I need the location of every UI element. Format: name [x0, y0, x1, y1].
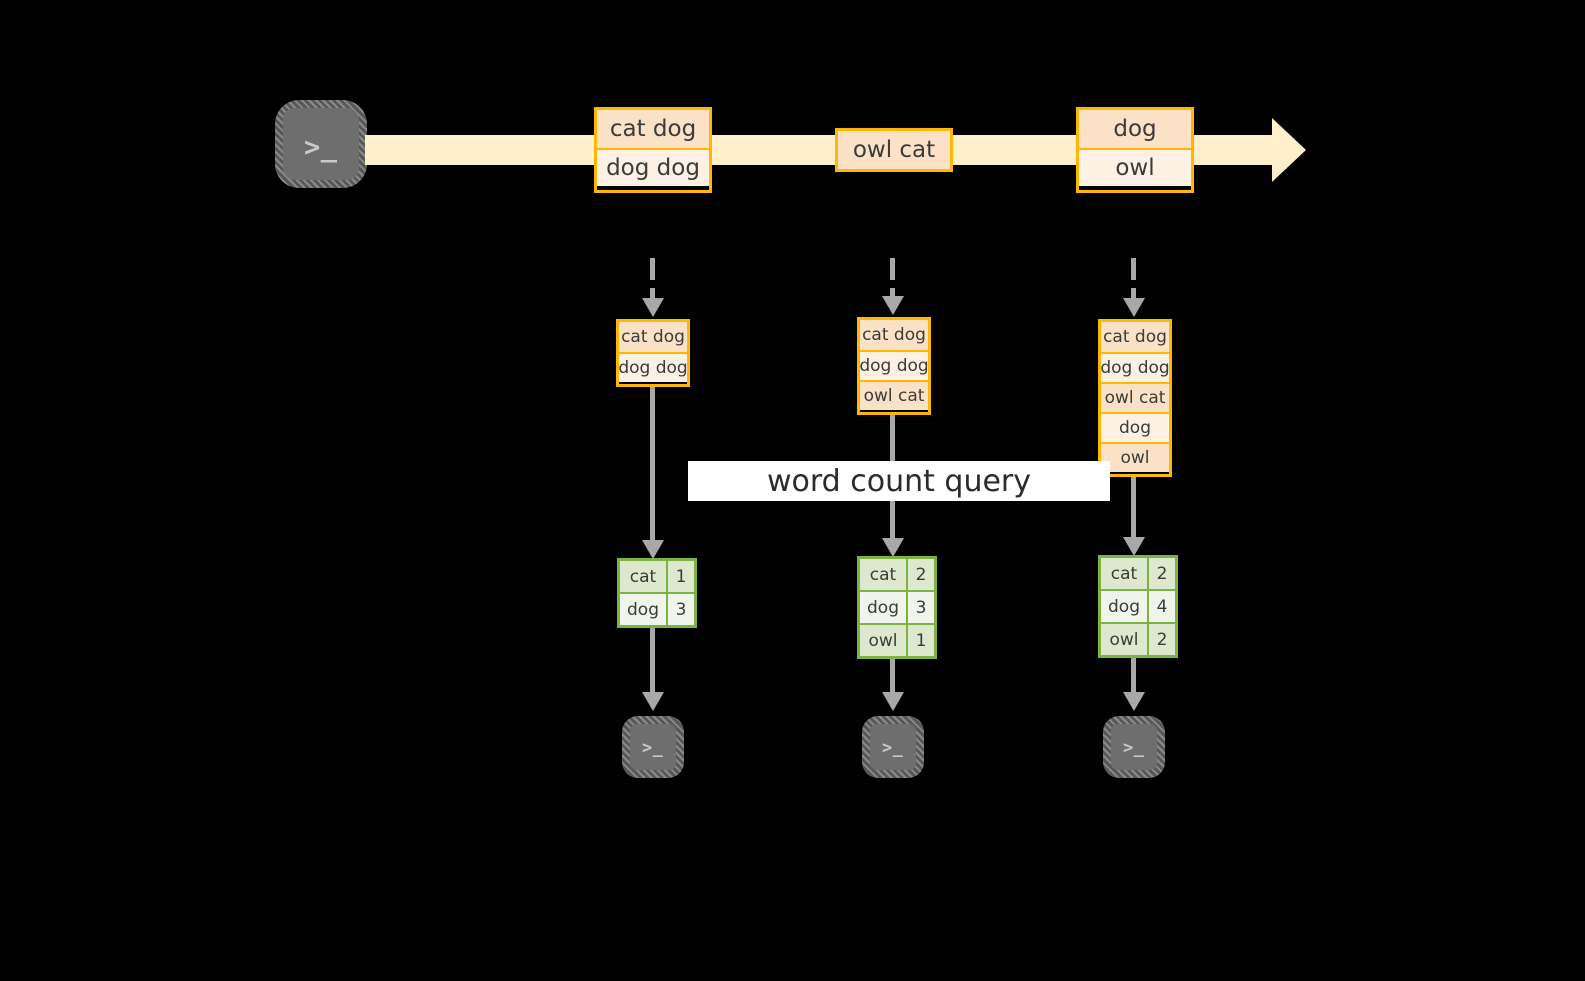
table-cell-count: 2	[906, 559, 934, 590]
log-line: owl cat	[1101, 382, 1169, 412]
log-line: owl	[1101, 442, 1169, 472]
source-terminal[interactable]: >_	[275, 100, 367, 188]
log-line: dog	[1101, 412, 1169, 442]
snapshot-3-query-connector	[1131, 477, 1136, 539]
log-line: cat dog	[860, 320, 928, 350]
table-row: owl 2	[1101, 622, 1175, 655]
log-line: cat dog	[1101, 322, 1169, 352]
log-line: dog dog	[1100, 352, 1170, 382]
table-row: dog 4	[1101, 589, 1175, 622]
stream-event-2[interactable]: owl cat	[835, 128, 953, 172]
stream-event-line: dog	[1079, 110, 1191, 148]
snapshot-1-query-arrowhead	[642, 540, 664, 559]
snapshot-2-dashed-connector	[890, 288, 895, 298]
table-row: dog 3	[860, 590, 934, 623]
snapshot-1-log[interactable]: cat dog dog dog	[616, 319, 690, 387]
terminal-body	[870, 724, 916, 770]
snapshot-2-dashed-connector	[890, 258, 895, 280]
snapshot-1-dashed-connector	[650, 288, 655, 300]
snapshot-3-arrowhead	[1123, 298, 1145, 317]
stream-event-1[interactable]: cat dog dog dog	[594, 107, 712, 193]
timeline-arrowhead	[1272, 118, 1306, 182]
table-row: cat 1	[620, 561, 694, 592]
terminal-prompt-icon: >_	[642, 738, 664, 758]
table-cell-word: cat	[860, 559, 906, 590]
snapshot-2-log[interactable]: cat dog dog dog owl cat	[857, 317, 931, 415]
table-cell-count: 3	[906, 592, 934, 623]
snapshot-2-arrowhead	[882, 296, 904, 315]
table-cell-count: 1	[906, 625, 934, 656]
table-cell-count: 2	[1147, 624, 1175, 655]
snapshot-2-output-arrowhead	[882, 692, 904, 711]
stream-event-3[interactable]: dog owl	[1076, 107, 1194, 193]
stream-event-line: dog dog	[597, 148, 709, 186]
stream-event-line: cat dog	[597, 110, 709, 148]
table-row: cat 2	[1101, 558, 1175, 589]
table-row: cat 2	[860, 559, 934, 590]
table-row: dog 3	[620, 592, 694, 625]
snapshot-1-terminal[interactable]: >_	[622, 716, 684, 778]
snapshot-3-output-connector	[1131, 653, 1136, 695]
table-cell-count: 3	[666, 594, 694, 625]
snapshot-3-dashed-connector	[1131, 258, 1136, 280]
snapshot-1-query-connector	[650, 387, 655, 542]
snapshot-2-terminal[interactable]: >_	[862, 716, 924, 778]
snapshot-3-terminal[interactable]: >_	[1103, 716, 1165, 778]
table-row: owl 1	[860, 623, 934, 656]
terminal-prompt-icon: >_	[882, 738, 904, 758]
query-label: word count query	[688, 461, 1110, 501]
snapshot-2-output-connector	[890, 654, 895, 695]
terminal-body	[630, 724, 676, 770]
snapshot-2-result-table[interactable]: cat 2 dog 3 owl 1	[857, 556, 937, 659]
terminal-body	[1111, 724, 1157, 770]
snapshot-1-output-connector	[650, 625, 655, 695]
snapshot-3-output-arrowhead	[1123, 692, 1145, 711]
table-cell-count: 1	[666, 561, 694, 592]
log-line: cat dog	[619, 322, 687, 352]
snapshot-1-arrowhead	[642, 298, 664, 317]
snapshot-1-result-table[interactable]: cat 1 dog 3	[617, 558, 697, 628]
terminal-body	[283, 108, 359, 180]
log-line: dog dog	[618, 352, 688, 382]
table-cell-word: dog	[620, 594, 666, 625]
snapshot-1-dashed-connector	[650, 258, 655, 280]
table-cell-word: dog	[1101, 591, 1147, 622]
log-line: owl cat	[860, 380, 928, 410]
stream-event-line: owl cat	[838, 131, 950, 169]
snapshot-1-output-arrowhead	[642, 692, 664, 711]
table-cell-count: 2	[1147, 558, 1175, 589]
table-cell-word: owl	[860, 625, 906, 656]
table-cell-word: cat	[620, 561, 666, 592]
snapshot-3-dashed-connector	[1131, 288, 1136, 300]
terminal-prompt-icon: >_	[304, 132, 338, 163]
snapshot-2-query-arrowhead	[882, 538, 904, 557]
table-cell-count: 4	[1147, 591, 1175, 622]
snapshot-3-result-table[interactable]: cat 2 dog 4 owl 2	[1098, 555, 1178, 658]
terminal-prompt-icon: >_	[1123, 738, 1145, 758]
table-cell-word: owl	[1101, 624, 1147, 655]
snapshot-3-log[interactable]: cat dog dog dog owl cat dog owl	[1098, 319, 1172, 477]
stream-event-line: owl	[1079, 148, 1191, 186]
log-line: dog dog	[859, 350, 929, 380]
table-cell-word: dog	[860, 592, 906, 623]
table-cell-word: cat	[1101, 558, 1147, 589]
snapshot-3-query-arrowhead	[1123, 537, 1145, 556]
